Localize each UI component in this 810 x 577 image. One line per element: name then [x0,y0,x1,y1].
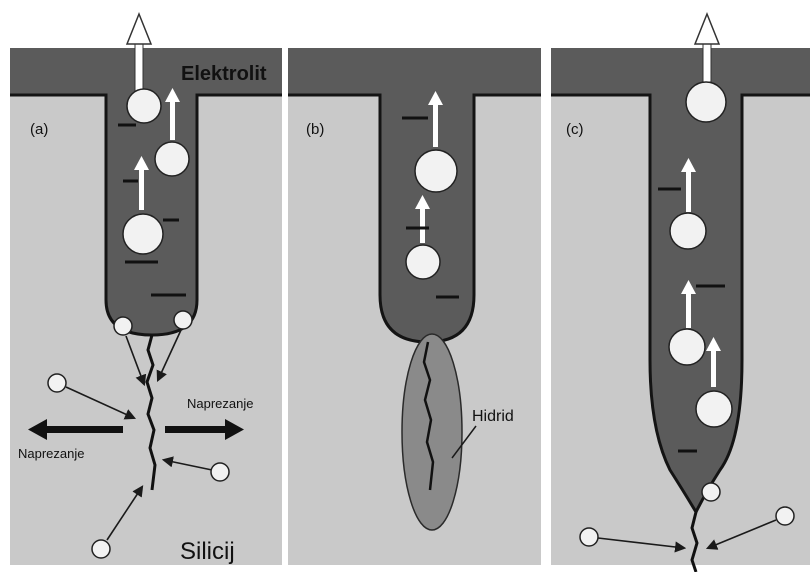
panel-c: (c) [551,14,810,572]
panel-a: Elektrolit (a) [10,14,282,565]
electrolyte-label: Elektrolit [181,63,267,85]
hydrogen-bubble-icon [415,150,457,192]
diffusing-hydrogen-icon [92,540,110,558]
hydrogen-bubble-icon [127,89,161,123]
diffusing-hydrogen-icon [211,463,229,481]
hydride-label: Hidrid [472,408,514,425]
hydrogen-bubble-icon [406,245,440,279]
diffusing-hydrogen-icon [776,507,794,525]
tip-bubble-icon [174,311,192,329]
panel-b-tag: (b) [306,121,324,138]
hydride-region [402,334,462,530]
hydrogen-bubble-icon [123,214,163,254]
panel-a-tag: (a) [30,121,48,138]
tip-bubble-icon [114,317,132,335]
panel-divider [282,40,288,572]
diffusing-hydrogen-icon [48,374,66,392]
substrate-label: Silicij [180,538,235,565]
tip-bubble-icon [702,483,720,501]
stress-label-right: Naprezanje [187,396,254,411]
hydrogen-bubble-icon [669,329,705,365]
diffusing-hydrogen-icon [580,528,598,546]
panel-divider [541,40,551,572]
hydrogen-bubble-icon [686,82,726,122]
hydrogen-bubble-icon [155,142,189,176]
panel-c-tag: (c) [566,121,584,138]
stress-label-left: Naprezanje [18,446,85,461]
hydrogen-bubble-icon [670,213,706,249]
hydrogen-bubble-icon [696,391,732,427]
panel-b: (b) Hidrid [288,48,541,565]
